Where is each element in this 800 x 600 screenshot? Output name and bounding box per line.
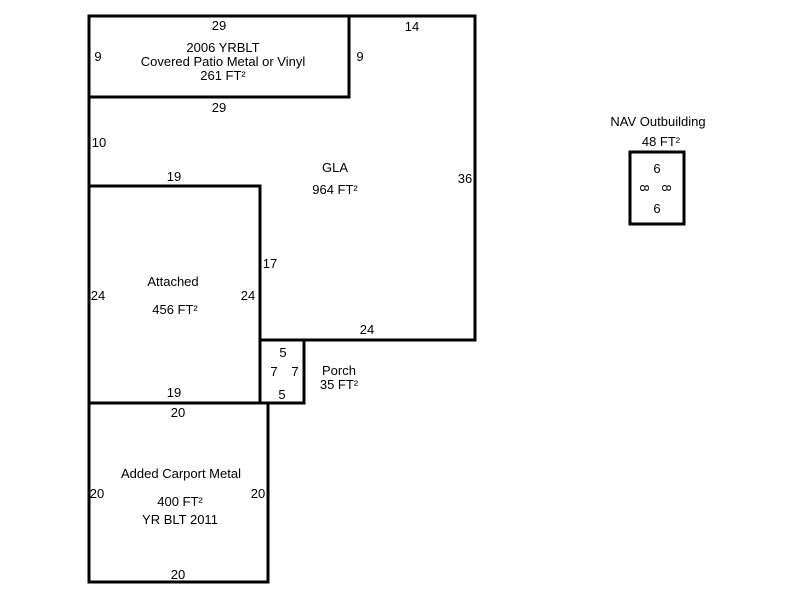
carport-year: YR BLT 2011 — [142, 512, 218, 527]
patio-outline — [87, 14, 351, 99]
gla-dim-top: 14 — [405, 19, 419, 34]
gla-label: GLA — [322, 160, 348, 175]
outbuilding-dim-left: 8 — [637, 184, 652, 191]
porch-dim-left: 7 — [270, 364, 277, 379]
porch-dim-bottom: 5 — [278, 387, 285, 402]
patio-area-text: 261 FT² — [200, 68, 246, 83]
porch-dim-right: 7 — [291, 364, 298, 379]
attached-dim-top: 19 — [167, 169, 181, 184]
attached-dim-right: 24 — [241, 288, 255, 303]
attached-label: Attached — [147, 274, 198, 289]
gla-dim-inner: 17 — [263, 256, 277, 271]
patio-label: Covered Patio Metal or Vinyl — [141, 54, 306, 69]
outbuilding-label: NAV Outbuilding — [610, 114, 705, 129]
gla-dim-left: 10 — [92, 135, 106, 150]
gla-dim-right: 36 — [458, 171, 472, 186]
attached-outline — [87, 184, 262, 405]
gla-dim-bottom: 24 — [360, 322, 374, 337]
attached-area-text: 456 FT² — [152, 302, 198, 317]
gla-area-text: 964 FT² — [312, 182, 358, 197]
carport-dim-right: 20 — [251, 486, 265, 501]
outbuilding-area: NAV Outbuilding 48 FT² 6 8 8 6 — [610, 114, 706, 226]
carport-label: Added Carport Metal — [121, 466, 241, 481]
porch-label: Porch — [322, 363, 356, 378]
carport-dim-top: 20 — [171, 405, 185, 420]
carport-dim-bottom: 20 — [171, 567, 185, 582]
carport-area: Added Carport Metal 400 FT² YR BLT 2011 … — [87, 401, 270, 584]
gla-dim-patio-bottom: 29 — [212, 100, 226, 115]
outbuilding-dim-right: 8 — [659, 184, 674, 191]
attached-dim-bottom: 19 — [167, 385, 181, 400]
carport-outline — [87, 401, 270, 584]
patio-dim-right: 9 — [356, 49, 363, 64]
outbuilding-area-text: 48 FT² — [642, 134, 681, 149]
carport-dim-left: 20 — [90, 486, 104, 501]
patio-area: 2006 YRBLT Covered Patio Metal or Vinyl … — [87, 14, 364, 99]
patio-year: 2006 YRBLT — [186, 40, 259, 55]
patio-dim-top: 29 — [212, 18, 226, 33]
attached-dim-left: 24 — [91, 288, 105, 303]
porch-dim-top: 5 — [279, 345, 286, 360]
patio-dim-left: 9 — [94, 49, 101, 64]
porch-outline — [258, 338, 306, 405]
outbuilding-outline — [628, 150, 686, 226]
attached-area: Attached 456 FT² 19 24 24 19 — [87, 169, 262, 405]
outbuilding-dim-bottom: 6 — [653, 201, 660, 216]
carport-area-text: 400 FT² — [157, 494, 203, 509]
porch-area-text: 35 FT² — [320, 377, 359, 392]
porch-area: Porch 35 FT² 5 7 7 5 — [258, 338, 359, 405]
outbuilding-dim-top: 6 — [653, 161, 660, 176]
